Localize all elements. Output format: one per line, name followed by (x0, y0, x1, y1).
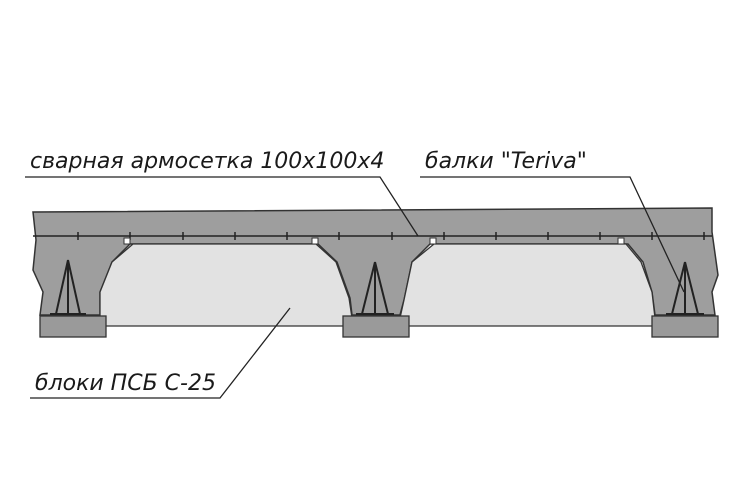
beam-truss (666, 261, 704, 315)
beam-truss (50, 259, 86, 315)
polystyrene-block (399, 243, 656, 327)
label-polystyrene-blocks: блоки ПСБ С-25 (35, 371, 216, 396)
leader-line-blocks (30, 307, 291, 399)
leader-line-mesh (25, 176, 419, 237)
label-welded-mesh: сварная армосетка 100х100х4 (30, 149, 384, 174)
welded-mesh (33, 232, 712, 240)
leader-line-beams (420, 176, 685, 293)
polystyrene-block (99, 243, 353, 327)
label-teriva-beams: балки "Teriva" (425, 149, 587, 174)
beam-support (651, 315, 719, 338)
beam-support (39, 315, 107, 338)
beam-support (342, 315, 410, 338)
beam-truss (356, 261, 394, 315)
mesh-spacers (123, 237, 625, 245)
